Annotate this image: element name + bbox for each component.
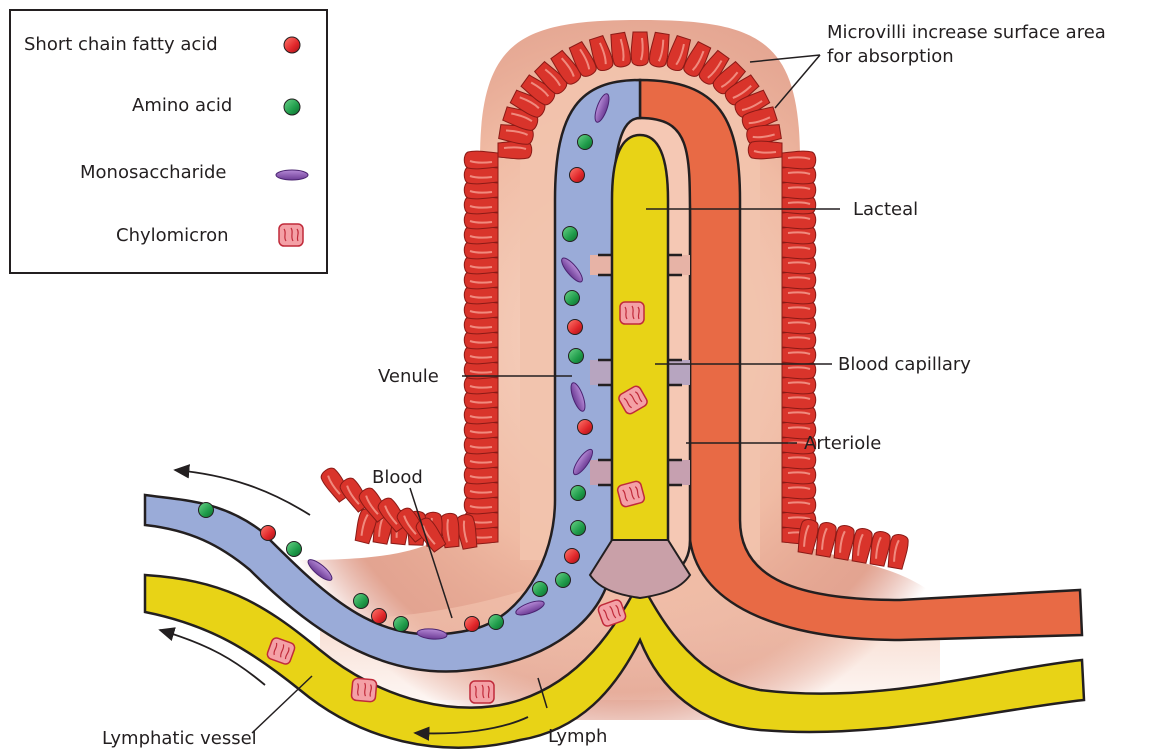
fatty-acid bbox=[261, 526, 276, 541]
amino-acid bbox=[287, 542, 302, 557]
legend-item-label: Short chain fatty acid bbox=[24, 34, 218, 55]
fatty-acid bbox=[570, 168, 585, 183]
label-microvilli: Microvilli increase surface area bbox=[827, 22, 1106, 43]
amino-acid bbox=[571, 521, 586, 536]
microvillus bbox=[748, 141, 782, 159]
label-blood: Blood bbox=[372, 467, 423, 488]
amino-acid bbox=[533, 582, 548, 597]
chylomicron bbox=[351, 678, 377, 702]
label-lymph: Lymph bbox=[548, 726, 607, 747]
legend-item-label: Amino acid bbox=[132, 95, 232, 116]
amino-acid bbox=[556, 573, 571, 588]
fatty-acid bbox=[568, 320, 583, 335]
label-blood-capillary: Blood capillary bbox=[838, 354, 971, 375]
label-arteriole: Arteriole bbox=[804, 433, 881, 454]
legend: Short chain fatty acid Amino acid Monosa… bbox=[10, 10, 327, 273]
chylomicron-icon bbox=[279, 224, 303, 246]
legend-item-label: Chylomicron bbox=[116, 225, 229, 246]
microvillus bbox=[631, 32, 649, 66]
label-venule: Venule bbox=[378, 366, 439, 387]
amino-acid bbox=[354, 594, 369, 609]
fatty-acid bbox=[565, 549, 580, 564]
fatty-acid bbox=[578, 420, 593, 435]
chylomicron bbox=[470, 681, 494, 703]
fatty-acid bbox=[465, 617, 480, 632]
microvillus bbox=[464, 151, 498, 169]
fatty-acid bbox=[372, 609, 387, 624]
amino-acid bbox=[394, 617, 409, 632]
amino-acid bbox=[489, 615, 504, 630]
amino-acid bbox=[569, 349, 584, 364]
label-microvilli-line2: for absorption bbox=[827, 46, 954, 67]
amino-acid bbox=[199, 503, 214, 518]
amino-acid bbox=[565, 291, 580, 306]
red-sphere-icon bbox=[284, 37, 300, 53]
purple-ellipse-icon bbox=[276, 170, 308, 180]
microvillus bbox=[782, 151, 816, 169]
amino-acid bbox=[578, 135, 593, 150]
chylomicron bbox=[620, 302, 644, 324]
amino-acid bbox=[571, 486, 586, 501]
amino-acid bbox=[563, 227, 578, 242]
green-sphere-icon bbox=[284, 99, 300, 115]
legend-item-label: Monosaccharide bbox=[80, 162, 227, 183]
label-lacteal: Lacteal bbox=[853, 199, 918, 220]
label-lymphatic-vessel: Lymphatic vessel bbox=[102, 728, 257, 749]
